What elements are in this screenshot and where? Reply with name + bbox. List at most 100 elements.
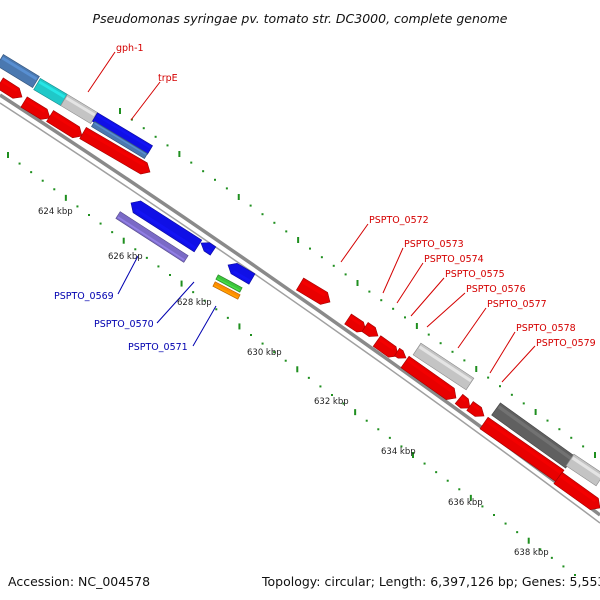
outer-row-tick (190, 161, 193, 164)
gene-label-PSPTO_0576[interactable]: PSPTO_0576 (466, 284, 526, 295)
scale-label-630: 630 kbp (247, 348, 282, 358)
feature-red-end-highlight (559, 474, 597, 503)
inner-row-tick (493, 514, 495, 516)
feature-red-0577[interactable] (400, 355, 457, 400)
feature-gray-1-highlight (65, 96, 96, 117)
inner-row-tick (319, 385, 322, 388)
feature-purple-0569[interactable] (115, 211, 189, 263)
inner-row-tick (76, 205, 79, 208)
leader-line-PSPTO_0571 (192, 305, 217, 347)
inner-row-tick (169, 274, 171, 276)
inner-row-tick (504, 522, 507, 525)
feature-purple-0569-highlight (117, 216, 185, 261)
gene-label-PSPTO_0575[interactable]: PSPTO_0575 (445, 269, 505, 280)
leader-line-gph-1 (87, 51, 116, 93)
feature-blue-0570[interactable] (227, 263, 256, 285)
outer-row-tick (356, 280, 359, 286)
outer-row-tick (320, 256, 323, 259)
inner-row-tick (53, 188, 56, 191)
feature-darkgray-0579[interactable] (491, 402, 575, 469)
leader-line-PSPTO_0577 (457, 307, 487, 349)
feature-red-end[interactable] (553, 471, 600, 510)
forward-leader-lines (87, 51, 536, 383)
inner-row-tick (238, 323, 241, 330)
inner-row-tick (550, 556, 553, 559)
gene-label-PSPTO_0578[interactable]: PSPTO_0578 (516, 323, 576, 334)
inner-row-tick (250, 334, 252, 336)
gene-label-PSPTO_0570[interactable]: PSPTO_0570 (94, 319, 154, 330)
feature-orange-0571-highlight (214, 284, 238, 299)
outer-row-tick (594, 452, 596, 458)
feature-darkgray-0579-highlight (497, 405, 573, 461)
feature-red-0574[interactable] (372, 335, 399, 358)
scale-label-632: 632 kbp (314, 397, 349, 407)
inner-row-tick (354, 409, 357, 416)
inner-row-tick (307, 376, 310, 379)
tick-dots (7, 108, 596, 576)
outer-row-tick (166, 144, 169, 147)
scale-label-626: 626 kbp (108, 252, 143, 262)
inner-row-tick (284, 359, 287, 362)
outer-row-tick (332, 264, 335, 267)
gene-label-PSPTO_0574[interactable]: PSPTO_0574 (424, 254, 484, 265)
feature-blue-0569-highlight (135, 208, 197, 250)
feature-gray-0576[interactable] (412, 342, 475, 391)
feature-red-0577-highlight (406, 358, 453, 393)
gene-label-PSPTO_0569[interactable]: PSPTO_0569 (54, 291, 114, 302)
feature-red-0575-highlight (398, 350, 402, 353)
feature-steel-1-highlight (1, 56, 38, 81)
outer-row-tick (309, 247, 311, 250)
feature-gray-end[interactable] (565, 453, 600, 487)
outer-row-tick (570, 436, 573, 439)
feature-cyan-1[interactable] (33, 77, 68, 107)
gene-label-PSPTO_0573[interactable]: PSPTO_0573 (404, 239, 464, 250)
gene-label-PSPTO_0571[interactable]: PSPTO_0571 (128, 342, 188, 353)
inner-row-tick (365, 419, 368, 422)
feature-red-0572-highlight (301, 280, 326, 297)
outer-row-tick (344, 273, 347, 276)
inner-row-tick (469, 494, 472, 501)
outer-row-tick (119, 108, 121, 114)
feature-red-0575[interactable] (394, 347, 407, 359)
inner-row-tick (18, 162, 21, 165)
outer-row-tick (475, 366, 478, 372)
accession-text: Accession: NC_004578 (8, 574, 150, 589)
inner-row-tick (562, 565, 565, 568)
gene-label-PSPTO_0577[interactable]: PSPTO_0577 (487, 299, 547, 310)
leader-line-PSPTO_0569 (117, 255, 139, 295)
feature-red-0578b-highlight (471, 403, 480, 411)
outer-row-tick (463, 359, 466, 362)
feature-red-0578a[interactable] (454, 393, 471, 409)
outer-row-tick (142, 127, 145, 130)
inner-row-tick (203, 299, 206, 302)
gene-label-PSPTO_0579[interactable]: PSPTO_0579 (536, 338, 596, 349)
gene-label-trpE[interactable]: trpE (158, 73, 178, 84)
outer-row-tick (225, 187, 228, 190)
inner-row-tick (145, 256, 148, 259)
gene-label-gph-1[interactable]: gph-1 (116, 43, 144, 54)
feature-red-2[interactable] (20, 96, 51, 120)
outer-row-tick (522, 402, 525, 405)
inner-row-tick (88, 214, 90, 216)
feature-red-4-highlight (84, 129, 146, 167)
gene-label-PSPTO_0572[interactable]: PSPTO_0572 (369, 215, 429, 226)
inner-row-tick (157, 265, 160, 268)
feature-red-3-highlight (51, 112, 78, 131)
outer-row-tick (392, 307, 395, 310)
inner-row-tick (423, 462, 426, 465)
feature-red-0578b[interactable] (466, 401, 485, 417)
feature-red-2-highlight (25, 99, 46, 113)
reverse-leader-lines (117, 255, 217, 347)
leader-line-PSPTO_0578 (489, 331, 516, 374)
inner-row-tick (192, 291, 195, 294)
feature-red-0573b[interactable] (361, 322, 379, 337)
feature-blue-small[interactable] (200, 242, 217, 256)
outer-row-tick (499, 385, 501, 388)
inner-row-tick (481, 505, 484, 508)
leader-line-trpE (130, 81, 161, 121)
outer-row-tick (154, 135, 157, 138)
inner-row-tick (539, 548, 542, 551)
inner-row-tick (261, 342, 264, 345)
genome-summary-text: Topology: circular; Length: 6,397,126 bp… (261, 574, 600, 589)
feature-red-0574-highlight (378, 338, 395, 351)
